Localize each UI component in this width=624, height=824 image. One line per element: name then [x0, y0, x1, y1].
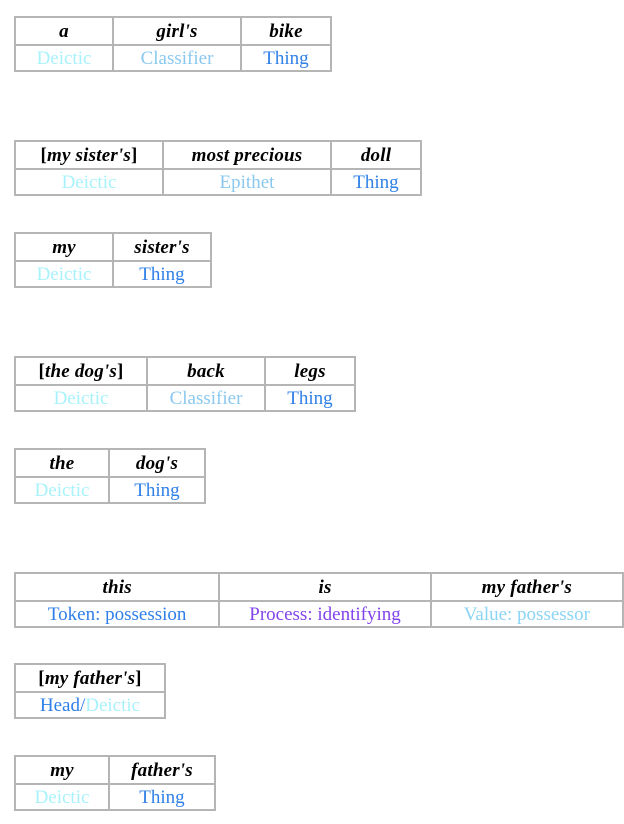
analysis-table-my-fathers-head-deictic: [my father's] Head/Deictic: [14, 663, 166, 719]
label-deictic: Deictic: [85, 694, 141, 716]
analysis-table-this-is-my-fathers: this is my father's Token: possession Pr…: [13, 572, 624, 628]
label-cell-deictic: Deictic: [14, 44, 114, 72]
text-cell: legs: [264, 356, 356, 386]
text-cell: a: [14, 16, 114, 46]
text-cell: is: [218, 572, 432, 602]
analysis-table-the-dogs-back-legs: [the dog's] back legs Deictic Classifier…: [14, 356, 356, 412]
analysis-table-a-girls-bike: a girl's bike Deictic Classifier Thing: [14, 16, 332, 72]
label-cell-thing: Thing: [330, 168, 422, 196]
table-row-text: the dog's: [14, 448, 206, 478]
label-cell-deictic: Deictic: [14, 168, 164, 196]
word: my: [50, 759, 74, 781]
label-head: Head: [39, 694, 80, 716]
text-cell: the: [14, 448, 110, 478]
analysis-table-my-sisters-most-precious-doll: [my sister's] most precious doll Deictic…: [14, 140, 422, 196]
label-separator: /: [79, 694, 86, 716]
table-row-text: [my sister's] most precious doll: [14, 140, 422, 170]
label-cell-deictic: Deictic: [14, 260, 114, 288]
label-cell-thing: Thing: [112, 260, 212, 288]
text-cell: my father's: [429, 572, 624, 602]
word: girl's: [156, 20, 198, 42]
analysis-table-the-dogs: the dog's Deictic Thing: [14, 448, 206, 504]
table-row-label: Deictic Epithet Thing: [14, 168, 422, 196]
word: the: [49, 452, 75, 474]
word: my: [52, 236, 76, 258]
label-cell-classifier: Classifier: [146, 384, 266, 412]
table-row-text: [my father's]: [14, 663, 166, 693]
label-cell-thing: Thing: [108, 783, 216, 811]
text-cell: my: [14, 755, 110, 785]
label-cell-classifier: Classifier: [112, 44, 242, 72]
word: father's: [131, 759, 193, 781]
table-row-label: Deictic Classifier Thing: [14, 44, 332, 72]
text-cell: this: [13, 572, 221, 602]
text-cell: sister's: [112, 232, 212, 262]
text-cell: girl's: [112, 16, 242, 46]
analysis-table-my-sisters: my sister's Deictic Thing: [14, 232, 212, 288]
text-cell: [my sister's]: [14, 140, 164, 170]
text-cell: dog's: [108, 448, 206, 478]
table-row-label: Deictic Thing: [14, 783, 216, 811]
word: my father's: [481, 576, 572, 598]
label-cell-value: Value: possessor: [429, 600, 624, 628]
label-cell-deictic: Deictic: [14, 384, 148, 412]
text-cell: father's: [108, 755, 216, 785]
label-cell-deictic: Deictic: [14, 783, 110, 811]
table-row-label: Head/Deictic: [14, 691, 166, 719]
table-row-text: a girl's bike: [14, 16, 332, 46]
word: legs: [294, 360, 326, 382]
word: is: [318, 576, 332, 598]
label-cell-head-deictic: Head/Deictic: [14, 691, 166, 719]
text-cell: my: [14, 232, 114, 262]
table-row-label: Token: possession Process: identifying V…: [13, 600, 624, 628]
label-cell-process: Process: identifying: [218, 600, 432, 628]
text-cell: [the dog's]: [14, 356, 148, 386]
text-cell: [my father's]: [14, 663, 166, 693]
label-cell-thing: Thing: [240, 44, 332, 72]
label-cell-deictic: Deictic: [14, 476, 110, 504]
text-cell: doll: [330, 140, 422, 170]
word: a: [59, 20, 69, 42]
word: bike: [269, 20, 303, 42]
table-row-text: my sister's: [14, 232, 212, 262]
label-cell-thing: Thing: [264, 384, 356, 412]
label-cell-epithet: Epithet: [162, 168, 332, 196]
open-bracket: [: [38, 667, 45, 689]
word: sister's: [134, 236, 190, 258]
word: the dog's: [44, 360, 117, 382]
close-bracket: ]: [117, 360, 124, 382]
close-bracket: ]: [131, 144, 138, 166]
word: most precious: [191, 144, 303, 166]
word: my sister's: [46, 144, 131, 166]
label-cell-token: Token: possession: [13, 600, 221, 628]
text-cell: most precious: [162, 140, 332, 170]
analysis-table-my-fathers: my father's Deictic Thing: [14, 755, 216, 811]
label-cell-thing: Thing: [108, 476, 206, 504]
word: dog's: [135, 452, 179, 474]
table-row-label: Deictic Thing: [14, 476, 206, 504]
text-cell: back: [146, 356, 266, 386]
word: doll: [360, 144, 392, 166]
table-row-text: my father's: [14, 755, 216, 785]
close-bracket: ]: [135, 667, 142, 689]
text-cell: bike: [240, 16, 332, 46]
word: my father's: [44, 667, 136, 689]
open-bracket: [: [40, 144, 47, 166]
word: back: [187, 360, 225, 382]
word: this: [102, 576, 132, 598]
table-row-label: Deictic Classifier Thing: [14, 384, 356, 412]
table-row-label: Deictic Thing: [14, 260, 212, 288]
table-row-text: [the dog's] back legs: [14, 356, 356, 386]
open-bracket: [: [38, 360, 45, 382]
table-row-text: this is my father's: [13, 572, 624, 602]
